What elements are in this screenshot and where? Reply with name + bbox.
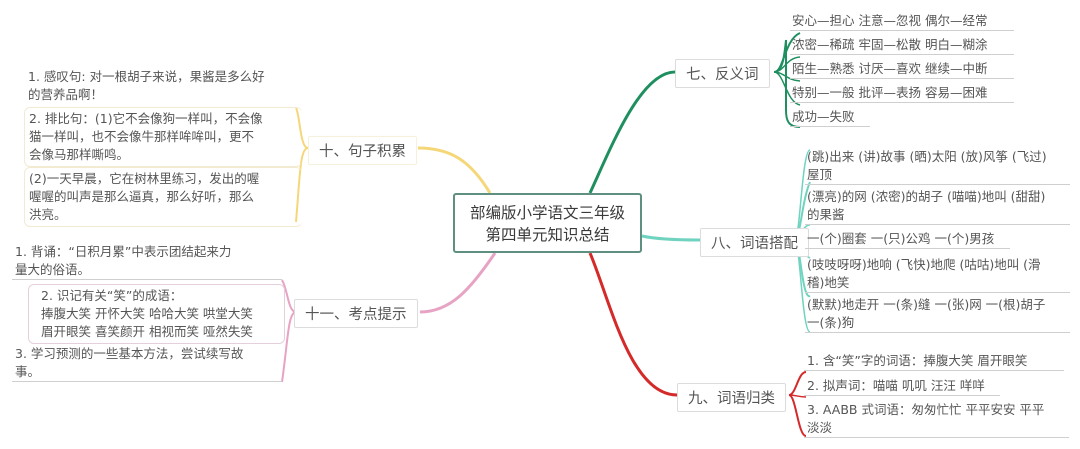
classification-text: 3. AABB 式词语：匆匆忙忙 平平安安 平平 (807, 402, 1045, 417)
sentence-item[interactable]: 1. 感叹句: 对一根胡子来说，果酱是多么好 的营养品啊！ (28, 68, 298, 104)
collocation-item[interactable]: (默默)地走开 一(条)缝 一(张)网 一(根)胡子 一(条)狗 (805, 296, 1070, 333)
branch-word-collocation-label: 八、词语搭配 (711, 236, 798, 252)
sentence-text: 会像马那样嘶鸣。 (29, 147, 130, 162)
central-topic[interactable]: 部编版小学语文三年级 第四单元知识总结 (453, 193, 642, 253)
sentence-text: 喔喔的叫声是那么逼真，那么好听，那么 (29, 189, 255, 204)
exam-tip-text: 眉开眼笑 喜笑颜开 相视而笑 哑然失笑 (41, 324, 253, 339)
collocation-text: (默默)地走开 一(条)缝 一(张)网 一(根)胡子 (807, 297, 1046, 312)
collocation-text: 的果酱 (807, 207, 845, 222)
classification-item[interactable]: 2. 拟声词：喵喵 叽叽 汪汪 咩咩 (804, 377, 1000, 396)
collocation-text: (吱吱呀呀)地响 (飞快)地爬 (咕咕)地叫 (滑 (807, 257, 1041, 272)
sentence-text: 的营养品啊！ (28, 87, 104, 102)
collocation-text: (漂亮)的网 (浓密)的胡子 (喵喵)地叫 (甜甜) (807, 189, 1046, 204)
antonym-text: 成功—失败 (792, 109, 855, 124)
branch-antonyms[interactable]: 七、反义词 (675, 59, 770, 88)
antonym-item[interactable]: 浓密—稀疏 牢固—松散 明白—糊涂 (790, 36, 1014, 55)
classification-text: 1. 含“笑”字的词语：捧腹大笑 眉开眼笑 (807, 353, 1028, 368)
exam-tip-text: 2. 识记有关“笑”的成语： (41, 288, 183, 303)
exam-tip-text: 1. 背诵：“日积月累”中表示团结起来力 (15, 244, 232, 259)
antonym-item[interactable]: 特别—一般 批评—表扬 容易—困难 (790, 84, 1014, 103)
collocation-text: 一(个)圈套 一(只)公鸡 一(个)男孩 (807, 231, 995, 246)
classification-text: 2. 拟声词：喵喵 叽叽 汪汪 咩咩 (807, 378, 985, 393)
sentence-item[interactable]: (2)一天早晨，它在树林里练习，发出的喔 喔喔的叫声是那么逼真，那么好听，那么 … (24, 167, 302, 227)
sentence-text: 1. 感叹句: 对一根胡子来说，果酱是多么好 (28, 69, 265, 84)
central-topic-line2: 第四单元知识总结 (485, 226, 610, 244)
branch-exam-tips-label: 十一、考点提示 (305, 307, 407, 323)
collocation-text: (跳)出来 (讲)故事 (晒)太阳 (放)风筝 (飞过) (807, 149, 1047, 164)
branch-word-classification-label: 九、词语归类 (688, 391, 775, 407)
exam-tip-text: 事。 (15, 364, 41, 379)
branch-word-collocation[interactable]: 八、词语搭配 (700, 228, 809, 257)
collocation-text: 一(条)狗 (807, 315, 855, 330)
exam-tip-item[interactable]: 1. 背诵：“日积月累”中表示团结起来力 量大的俗语。 (12, 243, 282, 280)
sentence-text: 洪亮。 (29, 207, 67, 222)
collocation-item[interactable]: (吱吱呀呀)地响 (飞快)地爬 (咕咕)地叫 (滑 稽)地笑 (805, 256, 1070, 293)
branch-word-classification[interactable]: 九、词语归类 (677, 383, 786, 412)
classification-item[interactable]: 3. AABB 式词语：匆匆忙忙 平平安安 平平 淡淡 (804, 401, 1069, 438)
antonym-item[interactable]: 成功—失败 (790, 108, 870, 127)
exam-tip-item[interactable]: 3. 学习预测的一些基本方法，尝试续写故 事。 (12, 345, 282, 382)
sentence-item[interactable]: 2. 排比句：(1)它不会像狗一样叫，不会像 猫一样叫，也不会像牛那样哞哞叫，更… (24, 107, 302, 167)
antonym-item[interactable]: 陌生—熟悉 讨厌—喜欢 继续—中断 (790, 60, 1014, 79)
classification-text: 淡淡 (807, 420, 833, 435)
branch-antonyms-label: 七、反义词 (686, 67, 759, 83)
collocation-item[interactable]: 一(个)圈套 一(只)公鸡 一(个)男孩 (805, 230, 1010, 249)
antonym-text: 浓密—稀疏 牢固—松散 明白—糊涂 (792, 37, 988, 52)
exam-tip-text: 3. 学习预测的一些基本方法，尝试续写故 (15, 346, 244, 361)
antonym-text: 陌生—熟悉 讨厌—喜欢 继续—中断 (792, 61, 988, 76)
exam-tip-item[interactable]: 2. 识记有关“笑”的成语： 捧腹大笑 开怀大笑 哈哈大笑 哄堂大笑 眉开眼笑 … (28, 284, 285, 344)
collocation-text: 屋顶 (807, 167, 833, 182)
branch-sentence-accumulation[interactable]: 十、句子积累 (308, 136, 417, 165)
sentence-text: 2. 排比句：(1)它不会像狗一样叫，不会像 (29, 111, 263, 126)
antonym-text: 特别—一般 批评—表扬 容易—困难 (792, 85, 988, 100)
exam-tip-text: 量大的俗语。 (15, 262, 91, 277)
collocation-item[interactable]: (漂亮)的网 (浓密)的胡子 (喵喵)地叫 (甜甜) 的果酱 (805, 188, 1070, 225)
antonym-text: 安心—担心 注意—忽视 偶尔—经常 (792, 13, 988, 28)
sentence-text: (2)一天早晨，它在树林里练习，发出的喔 (29, 171, 260, 186)
exam-tip-text: 捧腹大笑 开怀大笑 哈哈大笑 哄堂大笑 (41, 306, 253, 321)
central-topic-line1: 部编版小学语文三年级 (469, 204, 625, 222)
branch-exam-tips[interactable]: 十一、考点提示 (294, 299, 418, 328)
collocation-text: 稽)地笑 (807, 275, 850, 290)
sentence-text: 猫一样叫，也不会像牛那样哞哞叫，更不 (29, 129, 255, 144)
branch-sentence-accumulation-label: 十、句子积累 (319, 144, 406, 160)
classification-item[interactable]: 1. 含“笑”字的词语：捧腹大笑 眉开眼笑 (804, 352, 1064, 371)
collocation-item[interactable]: (跳)出来 (讲)故事 (晒)太阳 (放)风筝 (飞过) 屋顶 (805, 148, 1070, 185)
antonym-item[interactable]: 安心—担心 注意—忽视 偶尔—经常 (790, 12, 1014, 31)
